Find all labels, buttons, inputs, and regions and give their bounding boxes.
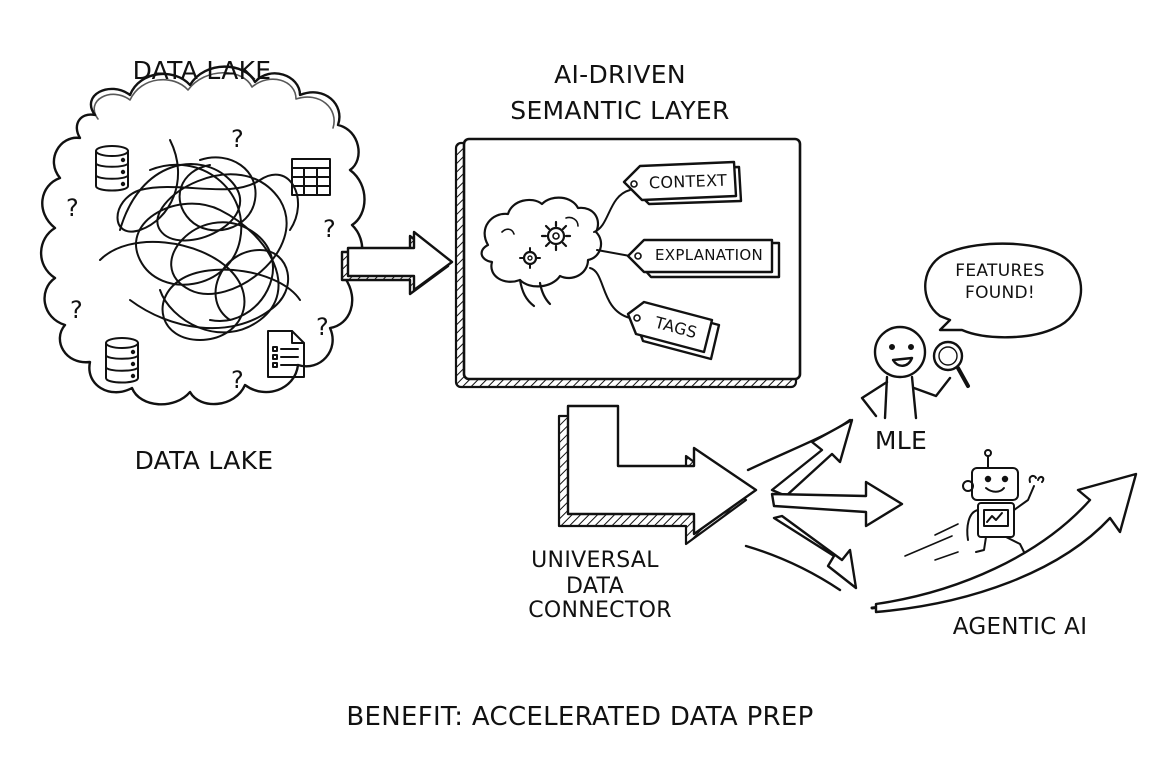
agentic-ai-label: AGENTIC AI (952, 614, 1088, 640)
connector-label-line3: CONNECTOR (528, 598, 672, 623)
speech-bubble-line1: FEATURES (955, 261, 1045, 281)
robot-icon (962, 449, 1045, 553)
question-mark: ? (66, 194, 79, 222)
question-mark: ? (231, 366, 244, 394)
connector-label-line2: DATA (566, 574, 624, 599)
question-mark: ? (323, 215, 336, 243)
data-lake-label-bottom: DATA LAKE (134, 446, 274, 475)
tag-label-context: CONTEXT (648, 170, 728, 193)
arrow-to-semantic-layer (340, 230, 454, 296)
question-marks: ? ? ? ? ? ? (66, 125, 336, 394)
connector-label-line1: UNIVERSAL (531, 548, 659, 573)
database-icon (95, 145, 129, 192)
database-icon (105, 337, 139, 384)
tangled-data-lines (99, 139, 301, 341)
document-icon (267, 330, 305, 378)
rising-arrow (870, 472, 1138, 614)
fan-out-arrows (744, 418, 904, 592)
mle-label: MLE (874, 426, 928, 455)
question-mark: ? (316, 313, 329, 341)
semantic-layer-title-line1: AI-DRIVEN (554, 60, 686, 89)
benefit-caption: BENEFIT: ACCELERATED DATA PREP (346, 702, 814, 732)
tag-label-explanation: EXPLANATION (655, 246, 763, 264)
data-lake-cloud (39, 65, 366, 406)
table-icon (291, 158, 331, 196)
semantic-layer-title-line2: SEMANTIC LAYER (510, 96, 730, 125)
question-mark: ? (70, 296, 83, 324)
tag-tags (626, 300, 721, 361)
tag-explanation (626, 238, 781, 279)
mle-figure (860, 325, 952, 420)
speech-bubble-line2: FOUND! (964, 283, 1036, 303)
tag-context (622, 160, 743, 206)
question-mark: ? (231, 125, 244, 153)
magnifier-icon (932, 340, 970, 388)
tag-connectors (589, 189, 631, 319)
universal-data-connector-arrow (557, 404, 758, 546)
brain-icon (480, 196, 603, 308)
motion-lines (904, 523, 959, 561)
speech-bubble (924, 242, 1083, 339)
data-lake-label-top: DATA LAKE (132, 56, 272, 85)
